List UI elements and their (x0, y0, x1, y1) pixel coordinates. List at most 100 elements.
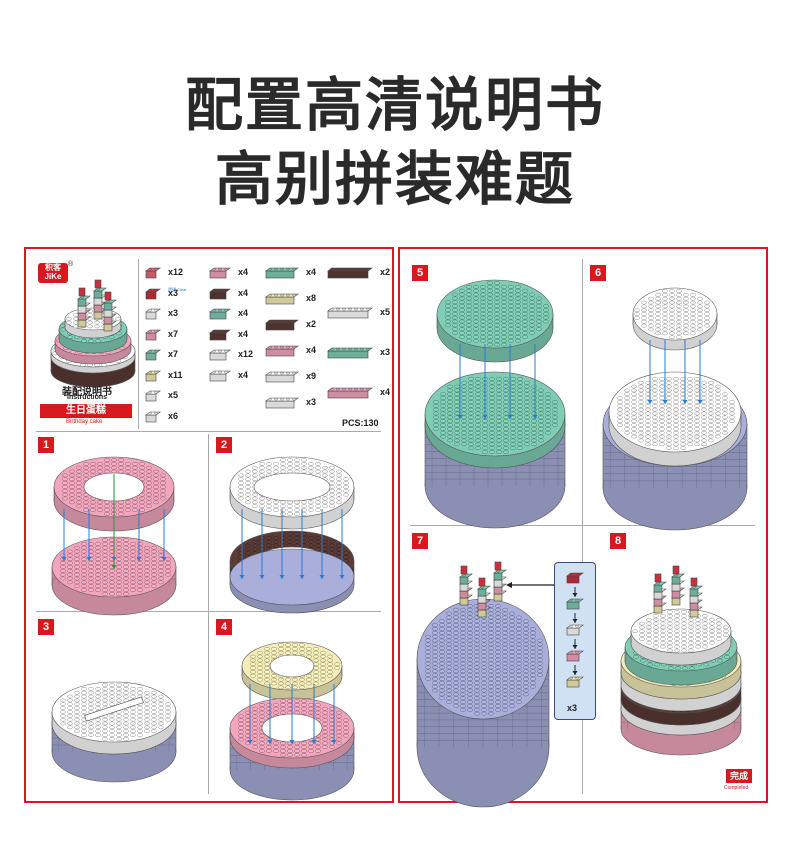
step3-top-stud (109, 733, 115, 737)
step5-layer-stud (545, 403, 551, 408)
step6-top-plate-stud (662, 319, 668, 324)
step5-top-plate-stud (501, 308, 507, 312)
step8-top-stud (695, 621, 701, 626)
step1-ring-stud (97, 500, 103, 505)
step1-base-stud (116, 588, 122, 592)
step1-base-stud (123, 568, 129, 573)
step5-layer-stud (447, 434, 453, 439)
part-quantity: x3 (306, 397, 317, 407)
step1-ring-stud (83, 504, 89, 509)
step5-layer-stud (489, 411, 495, 416)
step5-layer-stud (447, 411, 453, 416)
step6-layer-stud (701, 380, 707, 385)
step4-pink-stud (294, 710, 300, 715)
step3-top-stud (137, 733, 143, 737)
step8-top-stud (667, 621, 673, 626)
step5-layer-stud (496, 427, 502, 431)
step1-base-stud (81, 588, 87, 592)
step7-cake-stud (432, 669, 438, 674)
step3-top-stud (74, 717, 80, 722)
step6-layer-stud (722, 396, 728, 400)
part-brick-stud (153, 411, 158, 414)
step7-cake-stud (495, 654, 501, 658)
step6-layer-stud (680, 396, 686, 400)
step1-ring-stud (62, 496, 68, 501)
step1-base-stud (88, 568, 94, 573)
step2-ring-stud (266, 500, 272, 505)
step5-layer-stud (503, 450, 509, 454)
step4-ring-hole (269, 654, 315, 678)
step7-cake-stud (481, 681, 487, 685)
step5-top-plate-stud (466, 296, 472, 301)
step6-layer-stud (715, 430, 721, 435)
step5-layer-stud (524, 438, 530, 443)
step6-layer-stud (617, 415, 623, 420)
step5-top-plate-stud (466, 319, 472, 324)
step5-top-plate-stud (459, 335, 465, 339)
step6-layer-stud (638, 380, 644, 385)
step3-top-stud (102, 737, 108, 741)
step5-top-plate-stud (445, 304, 451, 308)
step4-pink-stud (280, 745, 286, 750)
step5-layer-stud (489, 400, 495, 404)
step7-cake-stud (516, 627, 522, 631)
step7-cake-stud (460, 673, 466, 678)
part-brick-stud (280, 346, 285, 349)
step7-cake-stud (460, 704, 466, 708)
part-brick-stud (286, 268, 291, 271)
step2-ring-stud (308, 504, 314, 509)
step8-candle-mint-top (689, 585, 703, 590)
step7-cake-stud (460, 619, 466, 624)
step5-layer-stud (531, 423, 537, 427)
step5-layer-stud (531, 400, 537, 404)
step5-top-plate-stud (487, 319, 493, 324)
step7-cake-stud (509, 650, 515, 654)
step8-top-stud (716, 625, 722, 630)
step2-ring-choc-stud (287, 539, 293, 544)
step3-top-stud (116, 725, 122, 730)
step3-top-stud (137, 710, 143, 714)
step5-layer-stud (447, 407, 453, 412)
step7-cake-stud (516, 634, 522, 639)
step8-top-stud (688, 648, 694, 653)
step5-top-plate-stud (522, 288, 528, 293)
step2-ring-choc-stud (308, 539, 314, 544)
step5-layer-stud (552, 419, 558, 424)
step1-base-stud (116, 549, 122, 554)
step6-top-plate-stud (669, 319, 675, 324)
step5-layer-stud (468, 423, 474, 427)
step5-layer-stud (475, 415, 481, 420)
step5-top-plate-stud (473, 285, 479, 289)
step1-ring-stud (76, 496, 82, 501)
step2-ring-stud (301, 469, 307, 474)
step2-ring-stud (301, 500, 307, 505)
step5-layer-stud (440, 427, 446, 431)
step3-top-stud (88, 698, 94, 703)
step3-top-stud (165, 717, 171, 722)
step6-top-plate-stud (641, 312, 647, 316)
step5-top-plate-stud (473, 338, 479, 343)
step7-cake-stud (467, 615, 473, 620)
step3-bar (84, 696, 144, 722)
step5-layer-stud (545, 427, 551, 431)
step5-top-plate-stud (459, 308, 465, 312)
step7-cake-stud (488, 619, 494, 624)
step7-cake-stud (425, 669, 431, 674)
step7-cake-stud (509, 692, 515, 697)
step4-pink-stud (266, 706, 272, 711)
step6-layer-stud (666, 442, 672, 447)
step6-layer-stud (722, 423, 728, 427)
step5-top-plate-stud (473, 292, 479, 297)
step2-ring-stud (273, 465, 279, 470)
step5-layer-stud (552, 415, 558, 420)
step6-layer-stud (680, 442, 686, 447)
step2-ring-choc-stud (287, 536, 293, 540)
step4-ring-stud (257, 658, 263, 663)
step1-ring-stud (76, 500, 82, 505)
step6-layer-stud (715, 434, 721, 439)
part-brick (265, 293, 299, 305)
cover-candle-pink-side (103, 316, 113, 325)
part-brick (265, 371, 299, 383)
cover-layer-stud (87, 324, 93, 329)
step6-layer-stud (631, 388, 637, 393)
